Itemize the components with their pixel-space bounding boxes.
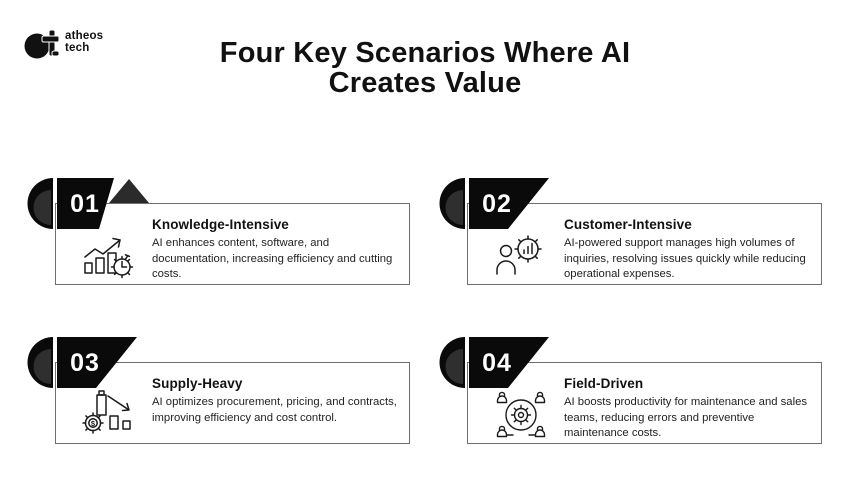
team-network-gear-icon: [494, 390, 548, 440]
badge-number-text: 04: [482, 349, 512, 377]
card-text: Supply-Heavy AI optimizes procurement, p…: [152, 376, 405, 426]
card-description: AI boosts productivity for maintenance a…: [564, 396, 808, 440]
logo: atheos tech: [24, 24, 103, 60]
atheos-logo-icon: [24, 24, 62, 60]
customer-gear-analytics-icon: [494, 231, 548, 281]
badge-number-text: 02: [482, 190, 512, 218]
number-badge-01: 01: [22, 178, 154, 229]
card-title: Customer-Intensive: [564, 217, 692, 232]
card-description: AI-powered support manages high volumes …: [564, 237, 806, 281]
badge-number-text: 01: [70, 190, 100, 218]
card-supply-heavy: 03 $ Supply-Heavy AI optimizes procureme…: [27, 337, 410, 444]
brand-line-2: tech: [65, 42, 90, 54]
card-text: Knowledge-Intensive AI enhances content,…: [152, 217, 405, 283]
badge-ribbon: [57, 178, 114, 229]
badge-ribbon: [469, 337, 549, 388]
badge-number-text: 03: [70, 349, 100, 377]
number-badge-02: 02: [434, 178, 566, 229]
cost-decline-gear-dollar-icon: $: [82, 390, 136, 440]
page-title-line-1: Four Key Scenarios Where AI: [219, 37, 631, 69]
page-title-line-2: Creates Value: [328, 66, 522, 99]
card-customer-intensive: 02 Customer-Intensive AI-powered support…: [439, 178, 822, 285]
badge-ribbon: [469, 178, 549, 229]
card-description: AI optimizes procurement, pricing, and c…: [152, 396, 397, 424]
number-badge-03: 03: [22, 337, 154, 388]
badge-ribbon: [57, 337, 137, 388]
svg-text:$: $: [91, 419, 96, 428]
card-knowledge-intensive: 01 Knowledge-Intensive AI enhances conte…: [27, 178, 410, 285]
card-description: AI enhances content, software, and docum…: [152, 237, 393, 281]
brand-name: atheos tech: [65, 30, 103, 54]
card-field-driven: 04 Field-Driven AI boosts productivity f: [439, 337, 822, 444]
card-text: Customer-Intensive AI-powered support ma…: [564, 217, 817, 283]
card-text: Field-Driven AI boosts productivity for …: [564, 376, 817, 442]
number-badge-04: 04: [434, 337, 566, 388]
brand-line-1: atheos: [65, 29, 104, 42]
card-title: Supply-Heavy: [152, 376, 243, 391]
growth-chart-stopwatch-icon: [82, 231, 136, 281]
ribbon-fold-triangle: [109, 179, 149, 203]
page-title: Four Key Scenarios Where AI Creates Valu…: [0, 37, 850, 99]
card-title: Knowledge-Intensive: [152, 217, 289, 232]
card-title: Field-Driven: [564, 376, 644, 391]
